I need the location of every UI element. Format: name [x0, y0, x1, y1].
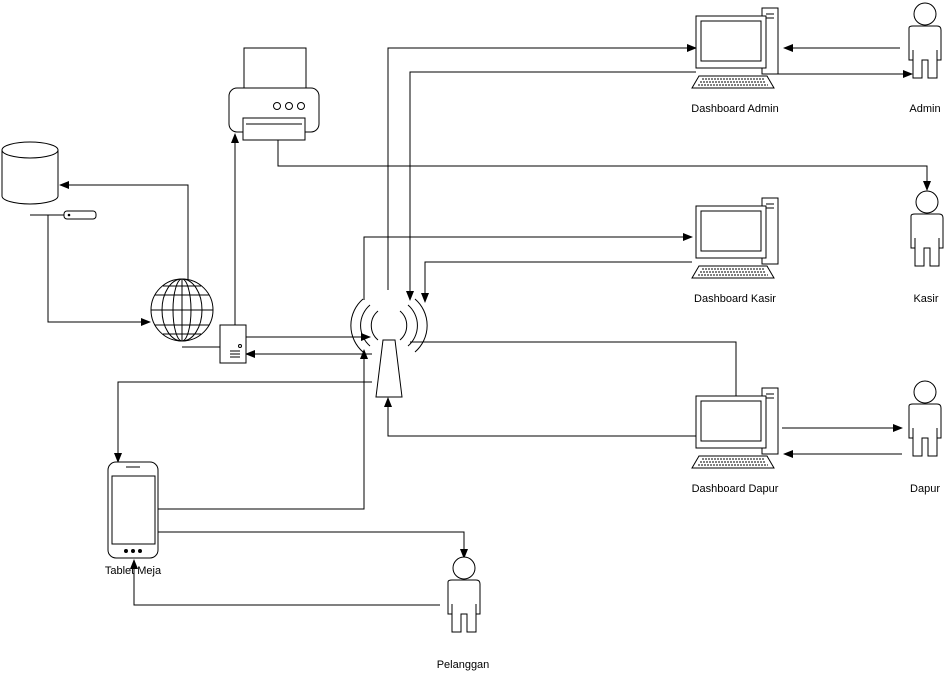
edge-dashboard-admin-to-ap [406, 71, 696, 301]
edge-dashboard-kasir-to-ap [421, 261, 692, 303]
edge-ap-to-dashboard-dapur [410, 341, 740, 429]
edge-dashboard-dapur-to-ap [384, 397, 696, 437]
label-dashboard-dapur: Dashboard Dapur [692, 483, 779, 495]
kasir-person-icon [910, 190, 944, 267]
edge-tablet-to-pelanggan [158, 531, 468, 559]
edge-database-to-internet [47, 215, 151, 326]
label-tablet-meja: Tablet Meja [105, 565, 162, 577]
edge-ap-to-dashboard-admin [387, 44, 697, 290]
edge-printer-to-kasir [277, 140, 931, 191]
label-kasir: Kasir [913, 293, 938, 305]
dashboard-dapur-computer-icon [691, 387, 779, 469]
label-dapur: Dapur [910, 483, 940, 495]
database-icon [1, 141, 97, 220]
edge-ap-to-tablet [114, 381, 372, 463]
globe-icon [150, 278, 214, 342]
edge-pelanggan-to-tablet [130, 559, 440, 606]
dashboard-kasir-computer-icon [691, 197, 779, 279]
label-dashboard-kasir: Dashboard Kasir [694, 293, 776, 305]
wireless-access-point-icon [350, 298, 428, 398]
edge-ap-to-dashboard-kasir [363, 233, 693, 300]
admin-person-icon [908, 2, 942, 79]
printer-icon [228, 47, 320, 141]
server-icon [219, 324, 247, 364]
label-pelanggan: Pelanggan [437, 659, 490, 671]
dapur-person-icon [908, 380, 942, 457]
tablet-icon [107, 461, 159, 559]
edge-tablet-to-ap [158, 349, 368, 510]
label-dashboard-admin: Dashboard Admin [691, 103, 778, 115]
edge-internet-to-database [59, 181, 189, 280]
label-admin: Admin [909, 103, 940, 115]
connectors [47, 44, 931, 606]
pelanggan-person-icon [447, 556, 481, 633]
dashboard-admin-computer-icon [691, 7, 779, 89]
